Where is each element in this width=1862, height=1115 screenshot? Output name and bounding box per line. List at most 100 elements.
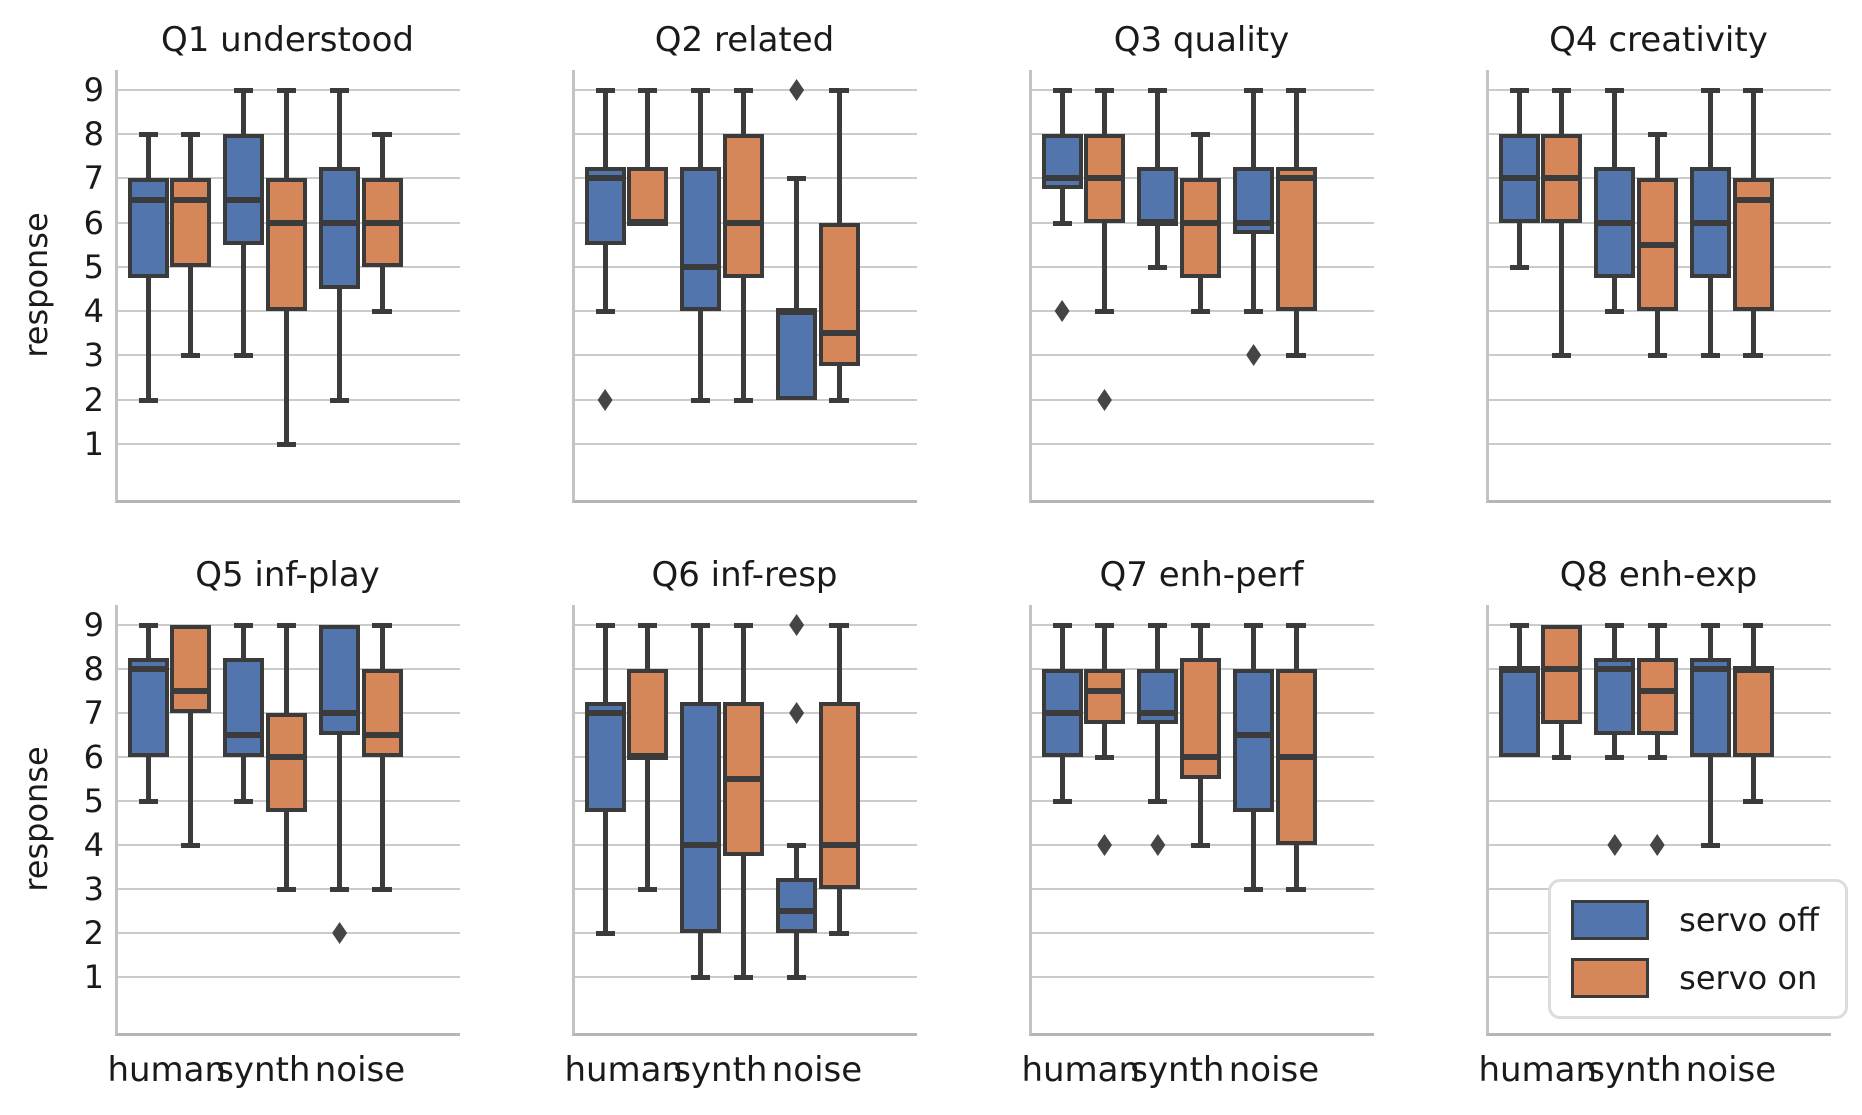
- subplot-title: Q2 related: [654, 20, 835, 60]
- median-line: [1083, 688, 1125, 694]
- plot-area: [1029, 70, 1374, 503]
- whisker-cap: [1647, 132, 1667, 137]
- whisker-cap: [1190, 623, 1210, 628]
- median-line: [223, 197, 265, 203]
- whisker-cap: [1148, 88, 1168, 93]
- outlier-diamond: [1054, 300, 1070, 322]
- whisker-cap: [787, 975, 807, 980]
- y-axis-label: response: [17, 746, 55, 892]
- box-servo-on-human: [1540, 625, 1582, 724]
- y-tick-label: 4: [83, 826, 104, 864]
- whisker-cap: [1647, 353, 1667, 358]
- whisker-cap: [691, 623, 711, 628]
- whisker-cap: [691, 88, 711, 93]
- y-tick-label: 1: [83, 958, 104, 996]
- plot-area: [1029, 605, 1374, 1036]
- gridline: [118, 932, 460, 934]
- whisker-cap: [180, 843, 201, 848]
- median-line: [776, 908, 818, 914]
- gridline: [1032, 354, 1374, 356]
- whisker-cap: [595, 931, 615, 936]
- whisker-cap: [637, 887, 658, 892]
- whisker-cap: [1743, 353, 1763, 358]
- box-servo-on-human: [169, 178, 211, 267]
- subplot-q3: Q3 quality: [1029, 14, 1374, 503]
- y-tick-label: 4: [83, 292, 104, 330]
- median-line: [1275, 754, 1317, 760]
- whisker-cap: [1052, 799, 1072, 804]
- gridline: [575, 443, 917, 445]
- gridline: [1032, 89, 1374, 91]
- whisker-cap: [1509, 88, 1529, 93]
- x-tick-label: noise: [1685, 1050, 1777, 1090]
- whisker-cap: [829, 88, 849, 93]
- median-line: [1732, 197, 1774, 203]
- median-line: [680, 842, 722, 848]
- y-tick-label: 7: [83, 159, 104, 197]
- y-axis-label: response: [17, 212, 55, 358]
- plot-area: [1486, 605, 1831, 1036]
- gridline: [1489, 89, 1831, 91]
- whisker-cap: [1551, 353, 1572, 358]
- gridline: [1032, 976, 1374, 978]
- y-tick-label: 3: [83, 870, 104, 908]
- subplot-title: Q4 creativity: [1549, 20, 1768, 60]
- legend-item-servo-on: servo on: [1571, 958, 1819, 998]
- x-tick-label: human: [564, 1050, 684, 1090]
- median-line: [1636, 688, 1678, 694]
- whisker-cap: [372, 132, 392, 137]
- gridline: [1032, 888, 1374, 890]
- median-line: [1233, 732, 1275, 738]
- whisker-cap: [1286, 353, 1306, 358]
- box-servo-on-noise: [1732, 669, 1774, 757]
- outlier-diamond: [1150, 834, 1166, 856]
- whisker-cap: [691, 975, 711, 980]
- median-line: [1732, 666, 1774, 672]
- median-line: [1137, 710, 1179, 716]
- whisker-cap: [1743, 623, 1763, 628]
- whisker-cap: [1605, 755, 1625, 760]
- whisker-cap: [138, 132, 158, 137]
- median-line: [1179, 220, 1221, 226]
- plot-area: [1486, 70, 1831, 503]
- whisker-cap: [829, 623, 849, 628]
- median-line: [223, 732, 265, 738]
- whisker-cap: [234, 623, 254, 628]
- median-line: [1594, 220, 1636, 226]
- whisker-cap: [372, 887, 392, 892]
- median-line: [127, 666, 169, 672]
- median-line: [169, 197, 211, 203]
- box-servo-on-noise: [818, 702, 860, 889]
- whisker-cap: [1743, 799, 1763, 804]
- outlier-diamond: [789, 702, 805, 724]
- gridline: [118, 976, 460, 978]
- box-servo-on-synth: [1179, 658, 1221, 779]
- whisker-cap: [1244, 623, 1264, 628]
- box-servo-off-noise: [1690, 658, 1732, 757]
- outlier-diamond: [1649, 834, 1665, 856]
- outlier-diamond: [1246, 344, 1262, 366]
- median-line: [1041, 175, 1083, 181]
- gridline: [1032, 443, 1374, 445]
- median-line: [722, 220, 764, 226]
- median-line: [265, 220, 307, 226]
- box-servo-off-human: [127, 178, 169, 278]
- box-servo-off-noise: [319, 167, 361, 289]
- subplot-title: Q3 quality: [1113, 20, 1290, 60]
- x-tick-label: synth: [216, 1050, 311, 1090]
- gridline: [118, 310, 460, 312]
- box-servo-on-synth: [722, 134, 764, 278]
- whisker-cap: [372, 623, 392, 628]
- whisker-cap: [180, 353, 201, 358]
- box-servo-on-human: [626, 669, 668, 757]
- whisker-cap: [330, 887, 350, 892]
- median-line: [1594, 666, 1636, 672]
- whisker-cap: [372, 309, 392, 314]
- whisker-cap: [1286, 887, 1306, 892]
